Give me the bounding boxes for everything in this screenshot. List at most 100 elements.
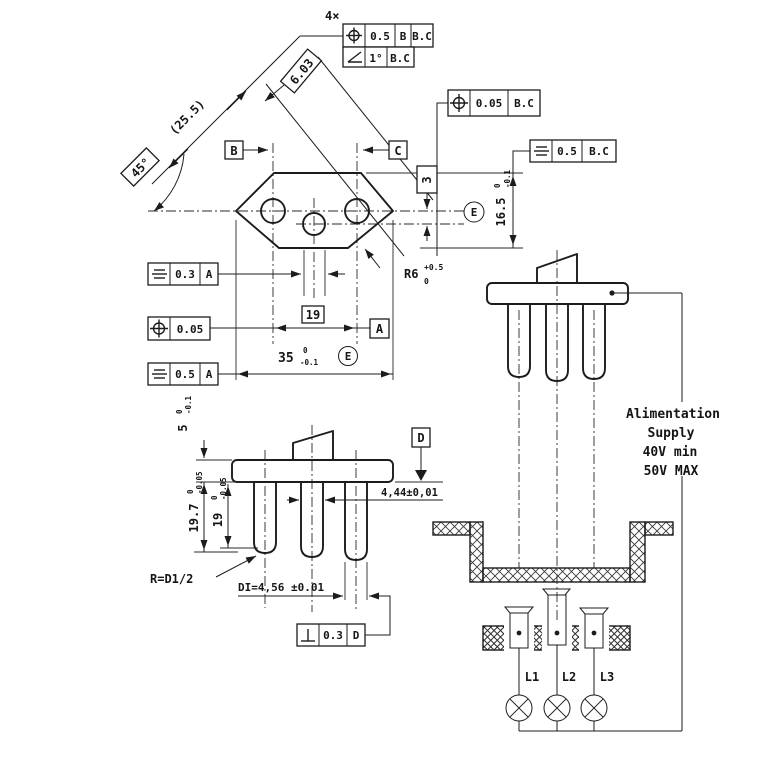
datum-d-triangle: [415, 470, 427, 481]
dim-diag-offset-box: 6.03: [279, 48, 323, 94]
sleeve-center-rim: [541, 588, 572, 596]
svg-text:-0.1: -0.1: [184, 395, 193, 414]
svg-text:0.5: 0.5: [557, 145, 577, 158]
symmetry-symbol-icon: [152, 269, 167, 279]
side-tab: [292, 430, 334, 460]
fcf-symmetry-center-pin: 0.3 A: [147, 262, 219, 286]
svg-text:B.C: B.C: [390, 52, 410, 65]
position-symbol-icon: [346, 27, 362, 44]
left-pin-hole: [260, 198, 286, 224]
lamp-icon: [505, 694, 533, 722]
side-pin-right: [344, 482, 368, 561]
lamp-label-l3: L3: [600, 670, 614, 684]
connector-pin-left: [507, 304, 531, 378]
plug-face-outline: [235, 172, 394, 249]
contact-dot-1: [516, 630, 522, 636]
dim-25-5-arrow-down: [168, 148, 189, 169]
angularity-symbol-icon: [347, 51, 362, 63]
svg-text:0.5: 0.5: [370, 30, 390, 43]
svg-text:-0.1: -0.1: [300, 358, 319, 367]
svg-text:E: E: [471, 206, 478, 219]
svg-text:0: 0: [175, 409, 184, 414]
dim-height: 16.5: [494, 198, 508, 227]
top-view-plug-face: (25.5) 45° 6.03 4× 0.5 B B.C: [119, 9, 617, 386]
center-pin-hole: [302, 212, 326, 236]
svg-text:0: 0: [303, 346, 308, 355]
svg-text:E: E: [345, 350, 352, 363]
svg-text:A: A: [206, 368, 213, 381]
svg-text:B: B: [400, 30, 407, 43]
sleeve-left-rim: [503, 606, 535, 614]
svg-text:D: D: [353, 629, 360, 642]
side-flange: [231, 459, 394, 483]
svg-text:0.3: 0.3: [175, 268, 195, 281]
datum-a-box: [369, 318, 390, 339]
svg-text:C: C: [394, 144, 401, 158]
radius-note-leader: [215, 555, 257, 578]
svg-text:-0.1: -0.1: [503, 169, 512, 188]
right-pin-hole: [344, 198, 370, 224]
svg-text:A: A: [206, 268, 213, 281]
fcf-symmetry-height: 0.5 B.C: [529, 139, 617, 163]
sleeve-right-rim: [578, 607, 610, 615]
connector-flange: [486, 282, 629, 305]
supply-line4: 50V MAX: [644, 464, 699, 479]
supply-line2: Supply: [648, 426, 695, 441]
fcf-perpendicularity: 0.3 D: [296, 623, 366, 647]
svg-text:A: A: [376, 322, 384, 336]
count-label: 4×: [325, 9, 339, 23]
svg-text:0.5: 0.5: [175, 368, 195, 381]
fcf-position-right: 0.05 B.C: [436, 89, 541, 256]
socket-flange-left: [432, 521, 471, 536]
connector-tab: [536, 253, 578, 283]
svg-text:D: D: [417, 431, 424, 445]
svg-text:1°: 1°: [369, 52, 382, 65]
socket-wall-right: [629, 521, 646, 583]
lamp-icon: [543, 694, 571, 722]
svg-text:0.05: 0.05: [476, 97, 503, 110]
fcf-perp-leader: [365, 595, 391, 636]
dim-radius-arrow: [364, 248, 381, 269]
perpendicularity-symbol-icon: [301, 629, 315, 642]
svg-text:B.C: B.C: [412, 30, 432, 43]
diagonal-a: [265, 83, 405, 257]
dim-diagonal-ref: (25.5): [167, 97, 208, 138]
lamp-label-l2: L2: [562, 670, 576, 684]
right-view-connector: [486, 250, 683, 731]
angle-arc: [153, 153, 185, 212]
position-symbol-icon: [450, 94, 468, 112]
diagonal-b: [317, 56, 434, 201]
dim-pin-len-outer: 19.7: [187, 504, 201, 533]
socket-floor: [482, 567, 631, 583]
supply-label: Alimentation Supply 40V min 50V MAX: [626, 407, 720, 479]
dim-pin-spacing: 19: [306, 308, 320, 322]
symmetry-symbol-icon: [152, 369, 167, 379]
lamp-circuit: L1 L2 L3: [505, 645, 682, 732]
dim-center-offset: 3: [420, 176, 434, 183]
socket-wall-left: [469, 521, 484, 583]
svg-text:0: 0: [186, 489, 195, 494]
dia-note: DI=4,56 ±0.01: [238, 581, 324, 594]
symmetry-symbol-icon: [534, 146, 549, 156]
svg-text:0: 0: [424, 277, 429, 286]
dim-angle-box: 45°: [119, 146, 161, 188]
fcf-angularity: 1° B.C: [342, 46, 415, 68]
svg-text:-0.05: -0.05: [219, 477, 228, 500]
contact-dot-3: [591, 630, 597, 636]
lamp-label-l1: L1: [525, 670, 539, 684]
dim-radius: R6: [404, 267, 418, 281]
svg-text:0.3: 0.3: [323, 629, 343, 642]
socket-flange-right: [644, 521, 674, 536]
envelope-symbol-icon: [338, 346, 358, 366]
lamp-icon: [580, 694, 608, 722]
side-pin-center: [300, 482, 324, 558]
dim-pin-dia: 4,44±0,01: [381, 487, 438, 499]
fcf-symmetry-width: 0.5 A: [147, 362, 219, 386]
contact-dot-2: [554, 630, 560, 636]
svg-text:-0.05: -0.05: [195, 471, 204, 494]
strip-slot-1: [504, 624, 534, 652]
supply-line3: 40V min: [643, 445, 698, 460]
dim-height-line: [512, 150, 530, 248]
